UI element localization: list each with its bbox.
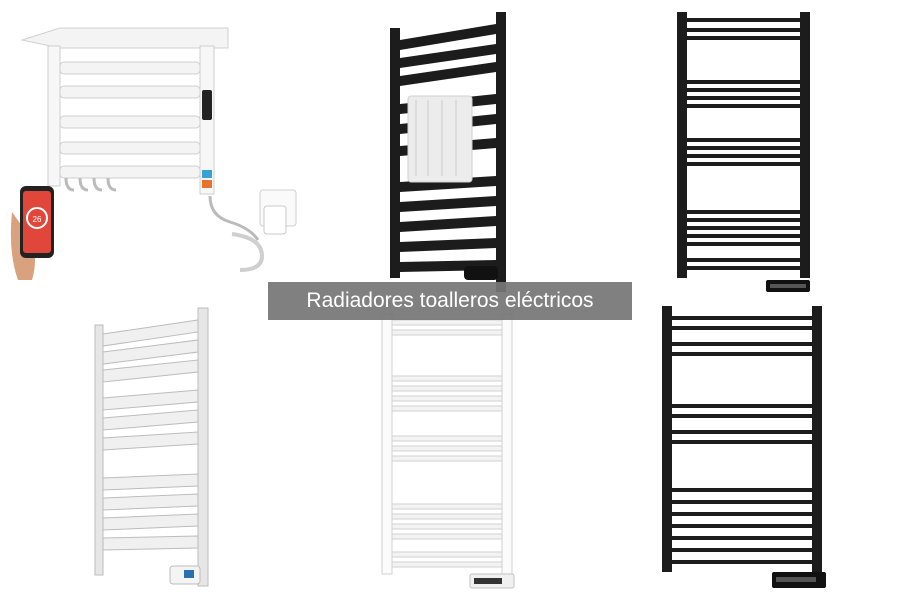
product-black-rail-with-towel	[390, 12, 506, 292]
phone-temperature: 26	[33, 215, 42, 224]
product-white-shelf-rail	[10, 27, 297, 280]
product-black-ladder-rail-2	[662, 306, 826, 588]
product-silver-wide-bar-rail	[94, 307, 209, 587]
product-black-ladder-rail	[677, 12, 810, 292]
collection-title-banner: Radiadores toalleros eléctricos	[268, 282, 632, 320]
product-white-ladder-rail	[381, 313, 515, 589]
